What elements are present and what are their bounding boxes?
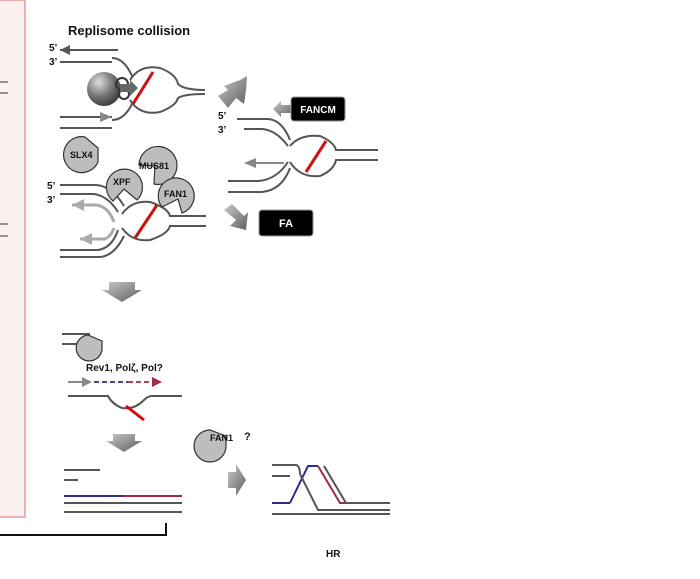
block-arrow-down (106, 434, 142, 452)
question-mark: ? (244, 431, 251, 443)
reversed-fork (228, 118, 378, 193)
polymerases-label: Rev1, Polζ, Pol? (86, 363, 163, 374)
hr-product (272, 464, 390, 515)
crosslink-remnant (125, 404, 145, 422)
three-prime-label: 3’ (49, 57, 58, 68)
replisome-sphere (87, 72, 121, 106)
bottom-bracket (0, 523, 167, 536)
lagging-strand (72, 203, 116, 223)
strand-arrowhead (60, 45, 70, 55)
block-arrow-right (228, 464, 246, 496)
strand-arrowhead (72, 199, 84, 211)
strand-arrowhead (80, 233, 92, 245)
fancm-badge (290, 96, 346, 122)
fancm-arrow (273, 101, 294, 117)
crosslink (131, 71, 155, 105)
fa-badge (258, 209, 314, 237)
slx4-nuclease: SLX4 (62, 136, 99, 174)
mus81-label: MUS81 (139, 161, 169, 171)
progression-arrow (120, 80, 138, 96)
five-prime-label: 5’ (49, 43, 58, 54)
collision-fork (60, 49, 206, 129)
panel-edge-ticks (0, 81, 8, 237)
incision-nuclease (75, 334, 103, 362)
crosslink (133, 204, 159, 239)
three-prime-label: 3’ (47, 195, 56, 206)
hr-label: HR (326, 549, 341, 560)
slx4-label: SLX4 (70, 150, 93, 160)
fa-label: FA (279, 218, 293, 230)
fancm-label: FANCM (300, 105, 336, 116)
fan1-label: FAN1 (164, 189, 187, 199)
nuclease-fork (60, 184, 206, 258)
hr-substrate (64, 469, 182, 513)
block-arrow-to-fancm (218, 76, 247, 108)
xpf-label: XPF (113, 177, 131, 187)
strand-arrowhead (100, 112, 112, 122)
leading-strand (80, 227, 116, 241)
five-prime-label: 5’ (47, 181, 56, 192)
three-prime-label: 3’ (218, 125, 227, 136)
fan1-question-label: FAN1 (210, 433, 233, 443)
fan1-question-nuclease (193, 429, 227, 463)
xpf-nuclease: XPF (105, 168, 144, 202)
block-arrow-from-fa (224, 204, 248, 230)
tls-duplex (68, 377, 182, 422)
left-panel (0, 0, 26, 518)
block-arrow-down (102, 282, 142, 302)
diagram-title: Replisome collision (68, 23, 190, 38)
strand-arrowhead (244, 158, 256, 168)
fan1-nuclease: FAN1 (157, 177, 195, 214)
crosslink (304, 140, 328, 173)
five-prime-label: 5’ (218, 111, 227, 122)
